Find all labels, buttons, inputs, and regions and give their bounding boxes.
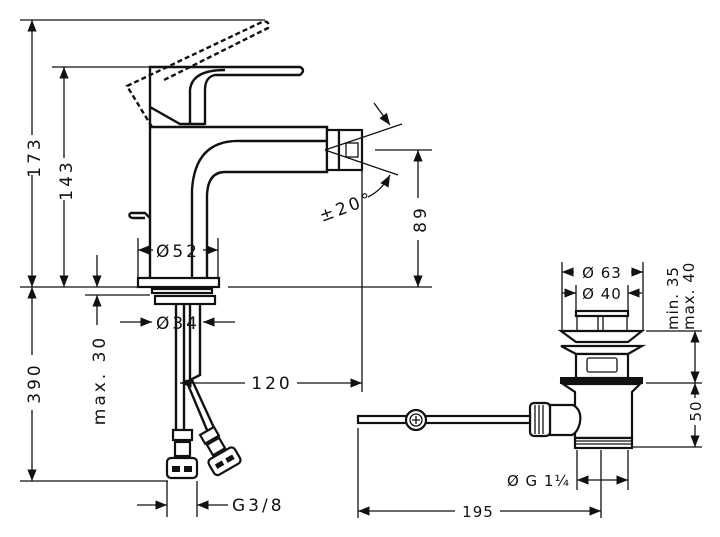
base-plate [153,294,217,306]
dim-connection-thread: G3/8 [232,496,285,516]
dim-body-diameter: Ø52 [156,242,200,262]
dim-body-height: 50 [687,400,705,421]
dim-outlet-thread: Ø G 1¼ [507,472,570,490]
supply-hoses [174,304,217,431]
rod-knob-inner [409,413,423,427]
dim-shank-diameter: Ø34 [156,314,200,334]
overflow-slot [586,357,618,373]
hose-connector-angled [198,425,242,477]
base-ring [136,276,221,289]
faucet-side-view: 173 143 390 max. 30 Ø52 Ø34 120 G3/ [20,19,432,517]
dim-swivel-angle: ±20° [317,189,377,227]
dim-min-height: min. 35 [664,266,682,330]
aerator-nozzle [345,142,359,158]
faucet-body [148,125,329,277]
flange-lower [560,344,647,356]
dim-max-height: max. 40 [680,262,698,330]
sealing-ring [560,377,643,384]
dim-max-counter-thickness: max. 30 [90,335,110,425]
dim-handle-height: 143 [57,159,77,200]
dim-overall-height: 173 [25,136,45,177]
dim-hose-length: 390 [25,362,45,403]
plug-stem [576,316,628,330]
handle-raised-outline [125,20,270,128]
dim-flange-diameter: Ø 63 [582,264,622,282]
plug-cap [574,309,630,318]
base-washer [150,287,214,295]
rod-housing [548,403,582,437]
outlet-thread [573,436,634,450]
handle [148,65,305,127]
thread-lines [575,440,632,445]
plus-icon [412,416,420,424]
dim-rod-length: 195 [462,503,494,521]
pull-rod [356,414,532,425]
nut-knurl [534,405,544,434]
rod-nut [528,401,552,438]
dim-plug-diameter: Ø 40 [582,285,622,303]
flange [557,329,646,344]
dim-spout-height: 89 [411,205,431,233]
popup-rod-knob [128,211,151,220]
dim-spout-reach: 120 [251,374,292,394]
hose-connector-straight [165,428,199,480]
popup-waste-drawing: Ø 63 Ø 40 min. 35 max. 40 50 Ø G 1¼ 195 [356,262,705,521]
aerator-ring [325,128,341,172]
